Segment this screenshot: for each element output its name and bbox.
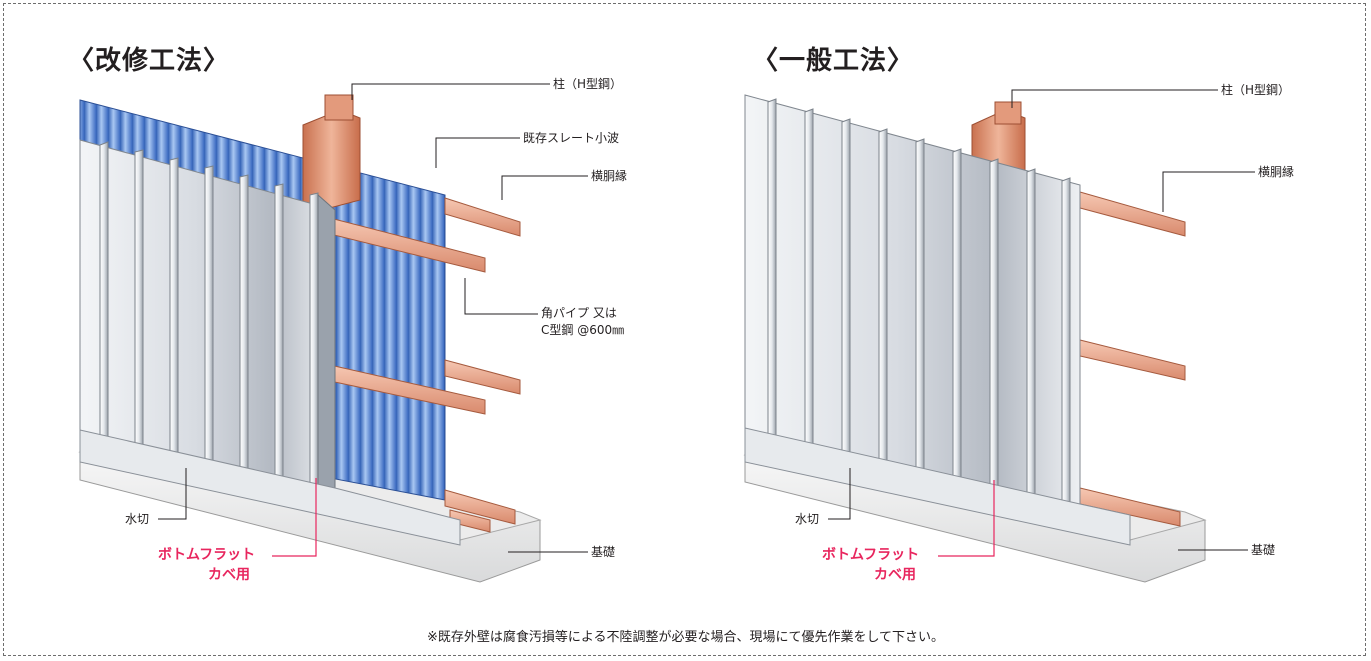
right-diagram	[743, 94, 1207, 583]
dashed-frame	[3, 3, 1366, 656]
left-flashing-label: 水切	[125, 512, 150, 526]
right-heading: 〈一般工法〉	[752, 46, 915, 76]
left-girt-label: 横胴縁	[591, 169, 628, 183]
right-foundation-label: 基礎	[1251, 543, 1276, 557]
pipe-label-line2: C型鋼 @600㎜	[541, 323, 625, 337]
left-foundation-label: 基礎	[591, 545, 616, 559]
left-diagram	[78, 94, 542, 583]
left-product-line2: カベ用	[208, 567, 250, 583]
right-column-label: 柱（H型鋼）	[1221, 83, 1291, 97]
right-girt-label: 横胴縁	[1258, 165, 1295, 179]
right-product-line2: カベ用	[874, 567, 916, 583]
footer-note: ※既存外壁は腐食汚損等による不陸調整が必要な場合、現場にて優先作業をして下さい。	[426, 630, 945, 645]
left-heading: 〈改修工法〉	[68, 46, 231, 76]
left-column-label: 柱（H型鋼）	[553, 77, 623, 91]
pink-leaders	[272, 478, 995, 557]
leader-lines	[158, 83, 1255, 553]
pipe-label-line1: 角パイプ 又は	[541, 306, 617, 320]
right-flashing-label: 水切	[795, 512, 820, 526]
right-product-line1: ボトムフラット	[822, 547, 920, 563]
existing-slate-label: 既存スレート小波	[523, 131, 620, 145]
left-product-line1: ボトムフラット	[158, 547, 256, 563]
